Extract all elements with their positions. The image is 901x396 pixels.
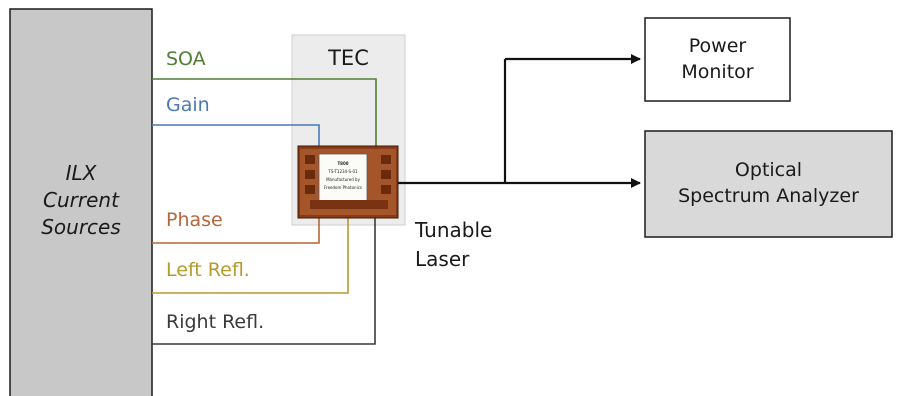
osa-box: [644, 130, 893, 238]
wire-soa: [152, 78, 377, 160]
chip-text-1: T800: [337, 161, 349, 166]
power-monitor-box: [644, 17, 791, 102]
tunable-laser-line-2: Laser: [415, 247, 470, 271]
sources-line-3: Sources: [41, 215, 121, 239]
wire-label-phase: Phase: [166, 209, 223, 231]
sources-label: ILX Current Sources: [10, 160, 152, 241]
tec-label: TEC: [328, 46, 369, 70]
wire-phase: [152, 208, 320, 244]
wire-label-gain: Gain: [166, 94, 210, 116]
wire-label-left-refl: Left Refl.: [166, 259, 250, 281]
power-monitor-line-1: Power: [688, 34, 747, 57]
sources-line-2: Current: [43, 188, 119, 212]
chip-text-3: Manufactured by: [326, 177, 360, 182]
chip-text-4: Freedom Photonics: [324, 185, 362, 190]
laser-chip: [297, 145, 399, 219]
sources-box: [9, 8, 153, 396]
power-monitor-line-2: Monitor: [681, 60, 754, 83]
wire-label-soa: SOA: [166, 48, 206, 70]
wire-label-right-refl: Right Refl.: [166, 311, 265, 333]
osa-text: Optical Spectrum Analyzer: [645, 131, 892, 237]
wire-right-refl: [152, 208, 376, 345]
tunable-laser-label: Tunable Laser: [415, 216, 492, 274]
osa-line-2: Spectrum Analyzer: [678, 185, 859, 207]
osa-line-1: Optical: [734, 159, 803, 182]
tunable-laser-line-1: Tunable: [415, 218, 493, 242]
sources-line-1: ILX: [65, 161, 97, 185]
wire-left-refl: [152, 208, 349, 294]
power-monitor-text: Power Monitor: [645, 18, 790, 101]
chip-text-2: TS-T1234-S-01: [328, 169, 358, 174]
